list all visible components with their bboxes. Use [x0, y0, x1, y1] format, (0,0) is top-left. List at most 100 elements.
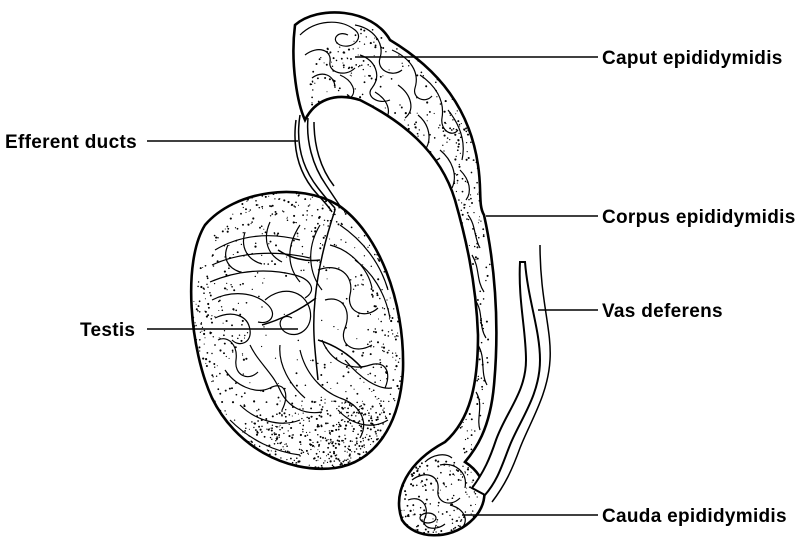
stipple-dot [442, 36, 444, 39]
stipple-dot [230, 443, 232, 446]
stipple-dot [332, 465, 335, 468]
stipple-dot [235, 309, 238, 312]
stipple-dot [314, 82, 316, 84]
stipple-dot [462, 336, 465, 339]
stipple-dot [462, 380, 464, 382]
stipple-dot [370, 443, 372, 446]
stipple-dot [370, 417, 373, 420]
stipple-dot [434, 81, 437, 84]
stipple-dot [265, 401, 268, 404]
stipple-dot [420, 462, 423, 465]
stipple-dot [462, 389, 465, 392]
stipple-dot [203, 292, 205, 295]
stipple-dot [310, 448, 312, 451]
stipple-dot [456, 100, 459, 102]
stipple-dot [333, 325, 335, 328]
stipple-dot [397, 434, 399, 436]
stipple-dot [215, 236, 218, 239]
stipple-dot [393, 297, 396, 300]
stipple-dot [399, 481, 401, 483]
stipple-dot [324, 235, 327, 237]
stipple-dot [375, 418, 378, 421]
stipple-dot [261, 431, 263, 433]
stipple-dot [415, 44, 417, 47]
stipple-dot [271, 260, 273, 262]
stipple-dot [462, 251, 464, 254]
stipple-dot [336, 439, 339, 442]
stipple-dot [391, 287, 393, 289]
stipple-dot [356, 442, 358, 444]
stipple-dot [415, 466, 418, 469]
stipple-dot [473, 121, 475, 123]
stipple-dot [452, 269, 455, 272]
stipple-dot [466, 211, 469, 214]
stipple-dot [357, 66, 360, 68]
stipple-dot [278, 436, 280, 438]
stipple-dot [225, 355, 227, 358]
stipple-dot [472, 159, 475, 162]
stipple-dot [255, 200, 257, 202]
stipple-dot [243, 392, 246, 394]
stipple-dot [379, 429, 382, 432]
stipple-dot [196, 347, 199, 350]
stipple-dot [419, 153, 421, 156]
stipple-dot [260, 345, 263, 348]
stipple-dot [377, 278, 380, 281]
stipple-dot [395, 275, 398, 278]
stipple-dot [458, 98, 461, 101]
stipple-dot [366, 230, 368, 232]
stipple-dot [240, 339, 243, 342]
stipple-dot [479, 303, 482, 305]
stipple-dot [445, 123, 447, 125]
stipple-dot [436, 461, 439, 463]
stipple-dot [226, 230, 229, 233]
stipple-dot [349, 196, 351, 198]
label-caput-epididymidis: Caput epididymidis [602, 48, 783, 69]
stipple-dot [337, 428, 340, 431]
stipple-dot [474, 430, 476, 432]
stipple-dot [455, 74, 457, 76]
stipple-dot [486, 79, 488, 81]
stipple-dot [452, 54, 455, 56]
stipple-dot [406, 342, 408, 344]
stipple-dot [396, 48, 398, 50]
stipple-dot [294, 412, 297, 414]
stipple-dot [446, 43, 448, 46]
stipple-dot [452, 127, 455, 130]
stipple-dot [362, 437, 364, 440]
stipple-dot [291, 461, 294, 464]
stipple-dot [396, 435, 399, 438]
stipple-dot [437, 53, 440, 56]
stipple-dot [400, 281, 402, 283]
stipple-dot [460, 473, 462, 475]
stipple-dot [315, 109, 317, 111]
stipple-dot [321, 472, 322, 473]
stipple-dot [306, 434, 309, 436]
stipple-dot [332, 441, 334, 443]
stipple-dot [292, 471, 294, 473]
stipple-dot [281, 410, 283, 412]
stipple-dot [302, 408, 304, 410]
stipple-dot [212, 376, 214, 378]
stipple-dot [295, 372, 298, 375]
stipple-dot [469, 52, 472, 55]
stipple-dot [342, 134, 344, 136]
stipple-dot [318, 58, 321, 61]
stipple-dot [402, 155, 405, 158]
stipple-dot [388, 318, 391, 320]
stipple-dot [334, 213, 336, 216]
stipple-dot [293, 214, 296, 217]
stipple-dot [372, 389, 375, 392]
stipple-dot [389, 273, 391, 275]
stipple-dot [330, 387, 332, 390]
stipple-dot [474, 256, 477, 259]
stipple-dot [298, 448, 301, 451]
stipple-dot [243, 405, 246, 408]
stipple-dot [195, 303, 197, 305]
stipple-dot [348, 404, 351, 406]
stipple-dot [397, 335, 399, 337]
stipple-dot [448, 67, 450, 69]
stipple-dot [437, 127, 440, 129]
stipple-dot [327, 446, 330, 449]
stipple-dot [399, 303, 401, 306]
